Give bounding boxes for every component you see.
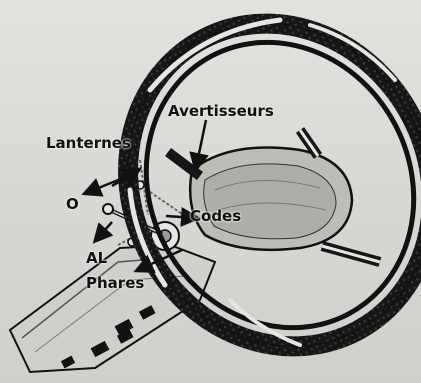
label-lanternes: Lanternes [46,136,131,151]
al-arrow [96,222,112,240]
label-avertisseurs: Avertisseurs [168,104,274,119]
horn-pad [190,148,352,250]
label-off-position: O [66,197,79,212]
label-codes: Codes [190,209,241,224]
label-al: AL [86,251,107,266]
label-phares: Phares [86,276,144,291]
